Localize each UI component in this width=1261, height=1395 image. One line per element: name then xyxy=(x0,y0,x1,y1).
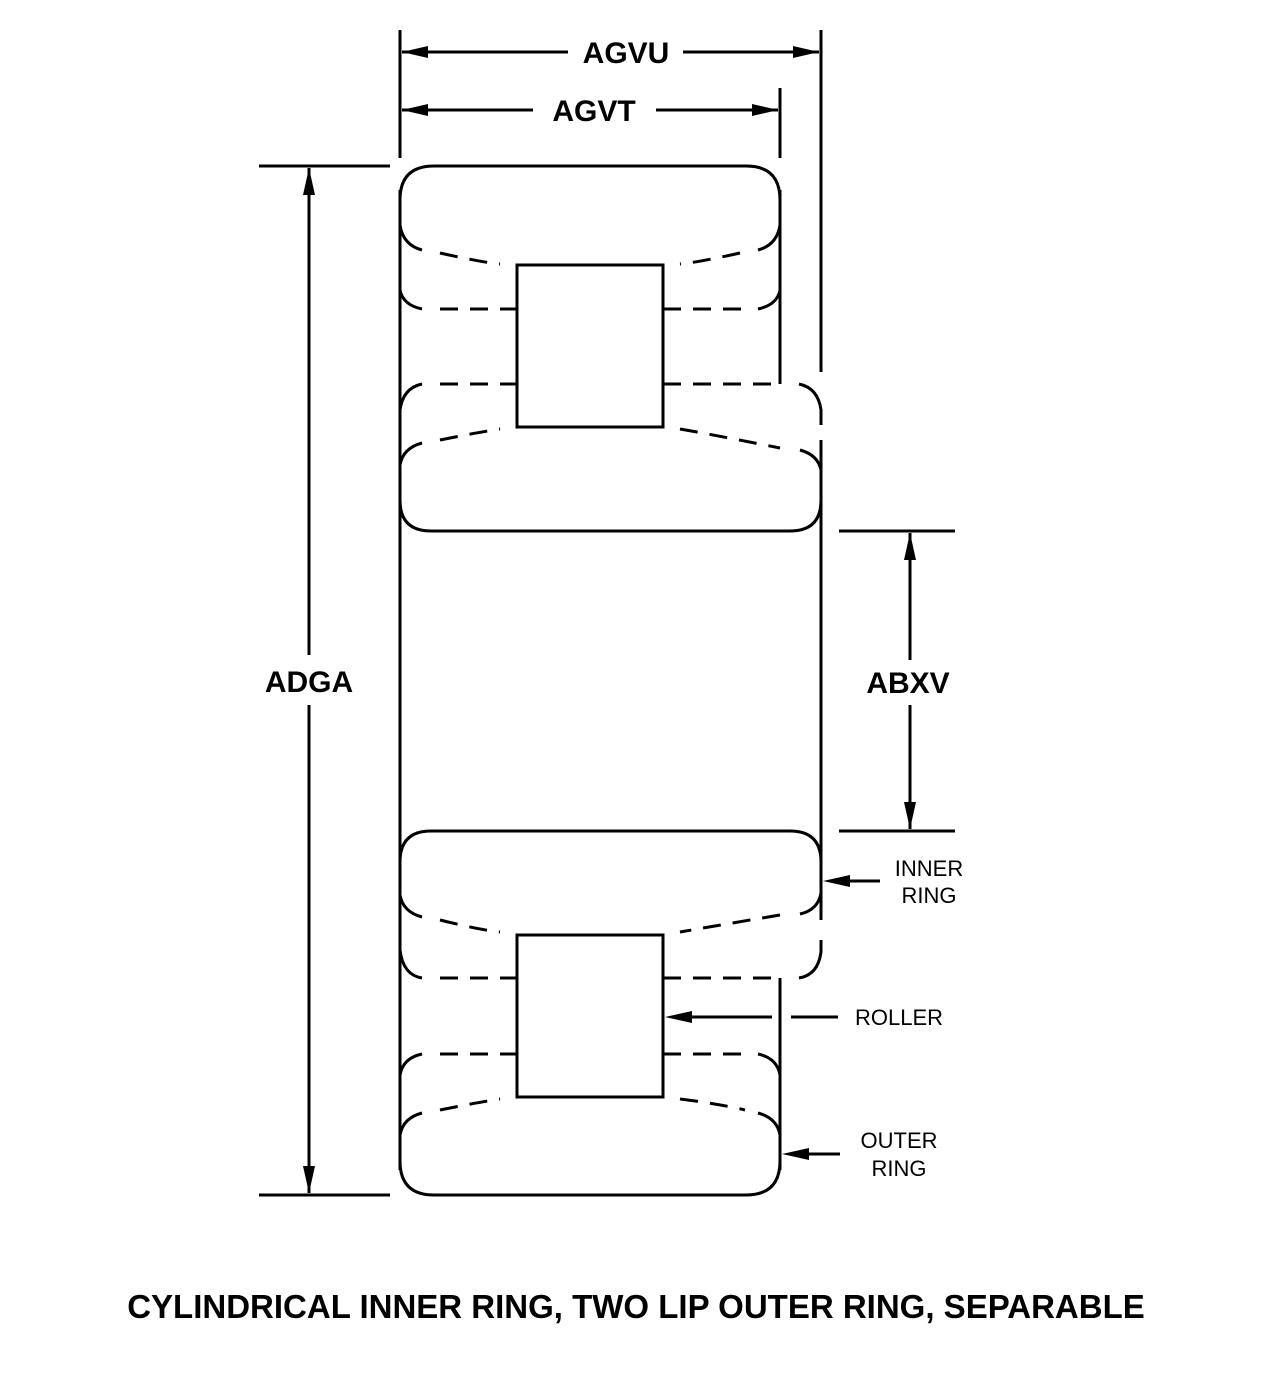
agvu-arrow-right xyxy=(793,46,819,58)
dimension-agvu: AGVU xyxy=(398,30,823,372)
roller-top xyxy=(515,263,665,429)
outer-ring-label-line2: RING xyxy=(872,1156,927,1181)
inner-ring-top-lip-corner-right xyxy=(798,382,823,425)
outer-ring-top-lip-corner-right xyxy=(757,289,782,311)
outer-ring-bottom-corner-right xyxy=(757,1111,782,1136)
inner-ring-top-corner-right xyxy=(799,448,823,471)
outer-ring-bottom-hidden-race-left xyxy=(439,1097,501,1112)
inner-ring-top-hidden-race-left xyxy=(439,427,501,442)
agvt-arrow-left xyxy=(402,104,428,116)
outer-ring-label-line1: OUTER xyxy=(861,1128,938,1153)
abxv-arrow-top xyxy=(904,533,916,560)
diagram-title: CYLINDRICAL INNER RING, TWO LIP OUTER RI… xyxy=(127,1288,1145,1325)
outer-ring-bottom-lip-corner-left xyxy=(398,1052,423,1076)
outer-ring-bottom-outline xyxy=(398,1150,782,1197)
outer-ring-top-hidden-race-left xyxy=(439,251,501,266)
outer-ring-top-corner-left xyxy=(398,224,423,252)
callout-inner-ring: INNER RING xyxy=(823,856,963,908)
inner-ring-top-section xyxy=(398,382,823,533)
inner-ring-top-hidden-race-right xyxy=(679,427,781,450)
agvu-arrow-left xyxy=(402,46,428,58)
inner-ring-arrow xyxy=(823,875,850,887)
inner-ring-top-corner-left xyxy=(398,441,423,466)
inner-ring-top-lip-corner-left xyxy=(398,382,423,411)
inner-ring-bottom-hidden-race-left xyxy=(439,918,501,934)
adga-arrow-top xyxy=(303,168,315,195)
roller-arrow xyxy=(665,1011,692,1023)
inner-ring-bottom-corner-right xyxy=(799,892,823,916)
inner-ring-bottom-hidden-race-right xyxy=(679,913,781,934)
outer-ring-bottom-lip-corner-right xyxy=(757,1052,782,1076)
agvt-label: AGVT xyxy=(552,95,635,128)
adga-label: ADGA xyxy=(265,666,353,699)
roller-label: ROLLER xyxy=(855,1005,943,1030)
dimension-adga: ADGA xyxy=(259,164,390,1197)
inner-ring-top-outline xyxy=(398,490,823,533)
outer-ring-bottom-hidden-race-right xyxy=(679,1097,746,1112)
callout-outer-ring: OUTER RING xyxy=(782,1128,938,1181)
abxv-label: ABXV xyxy=(866,667,949,700)
outer-ring-bottom-section xyxy=(398,1052,782,1197)
inner-ring-bottom-section xyxy=(398,829,823,980)
adga-arrow-bottom xyxy=(303,1166,315,1193)
inner-ring-bottom-outline xyxy=(398,829,823,870)
inner-ring-label-line2: RING xyxy=(902,883,957,908)
inner-ring-bottom-corner-left xyxy=(398,894,423,919)
outer-ring-top-hidden-race-right xyxy=(679,251,741,266)
agvu-label: AGVU xyxy=(583,37,670,70)
inner-ring-bottom-lip-corner-right xyxy=(798,940,823,980)
callout-roller: ROLLER xyxy=(665,1005,943,1030)
outer-ring-arrow xyxy=(782,1148,809,1160)
outer-ring-top-section xyxy=(398,164,782,311)
dimension-agvt: AGVT xyxy=(402,88,782,158)
abxv-arrow-bottom xyxy=(904,802,916,829)
agvt-arrow-right xyxy=(752,104,778,116)
dimension-abxv: ABXV xyxy=(839,529,955,833)
outer-ring-top-lip-corner-left xyxy=(398,289,423,311)
inner-ring-label-line1: INNER xyxy=(895,856,963,881)
outer-ring-top-outline xyxy=(398,164,782,230)
outer-ring-bottom-corner-left xyxy=(398,1111,423,1136)
roller-bottom xyxy=(515,933,665,1099)
outer-ring-top-corner-right xyxy=(757,224,782,252)
inner-ring-bottom-lip-corner-left xyxy=(398,949,423,980)
